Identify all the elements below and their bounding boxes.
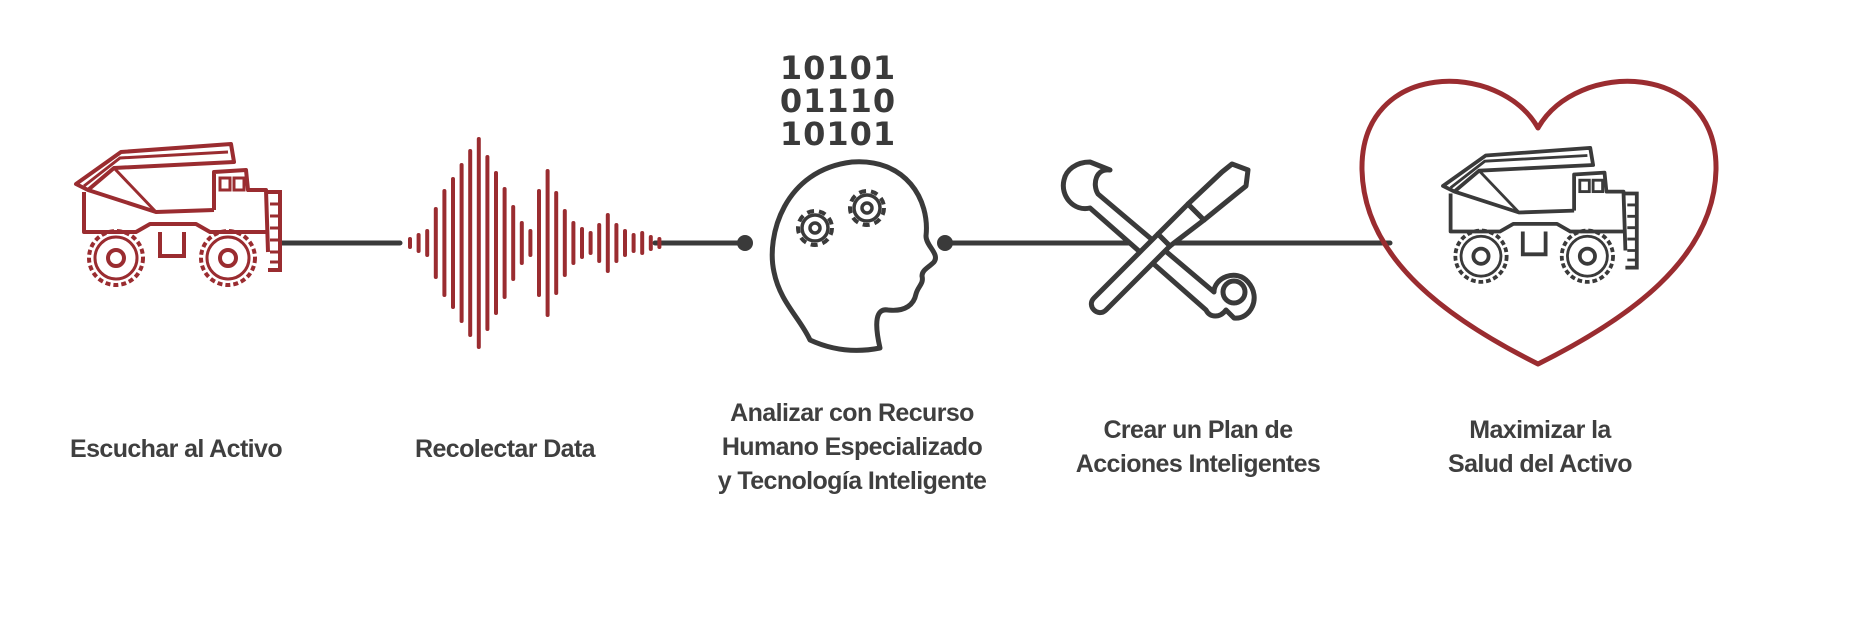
label-line: Maximizar la [1469,416,1611,444]
label-line: y Tecnología Inteligente [717,467,987,495]
label-line: Acciones Inteligentes [1075,450,1321,478]
wrench-screwdriver-icon [1060,159,1257,321]
heart-truck-icon [1359,78,1719,367]
label-line: Crear un Plan de [1103,416,1293,444]
heart-outline [1359,78,1719,367]
binary-line: 10101 [780,49,896,87]
step-label-recolectar: Recolectar Data [415,432,596,466]
label-line: Salud del Activo [1448,450,1633,478]
label-line: Escuchar al Activo [70,435,283,463]
step-label-escuchar: Escuchar al Activo [70,432,283,466]
dump-truck-icon [74,142,282,287]
sound-wave-icon [408,137,662,349]
head-gears-icon [769,159,938,353]
dump-truck-icon [1441,145,1639,284]
step-label-maximizar: Maximizar la Salud del Activo [1448,413,1633,481]
binary-digits: 10101 01110 10101 [780,49,896,153]
binary-line: 01110 [780,82,896,120]
connector-line [279,235,1393,251]
step-label-analizar: Analizar con Recurso Humano Especializad… [718,396,987,498]
label-line: Analizar con Recurso [730,399,974,427]
step-label-crear: Crear un Plan de Acciones Inteligentes [1075,413,1321,481]
label-line: Humano Especializado [721,433,983,461]
binary-line: 10101 [780,115,896,153]
label-line: Recolectar Data [415,435,596,463]
